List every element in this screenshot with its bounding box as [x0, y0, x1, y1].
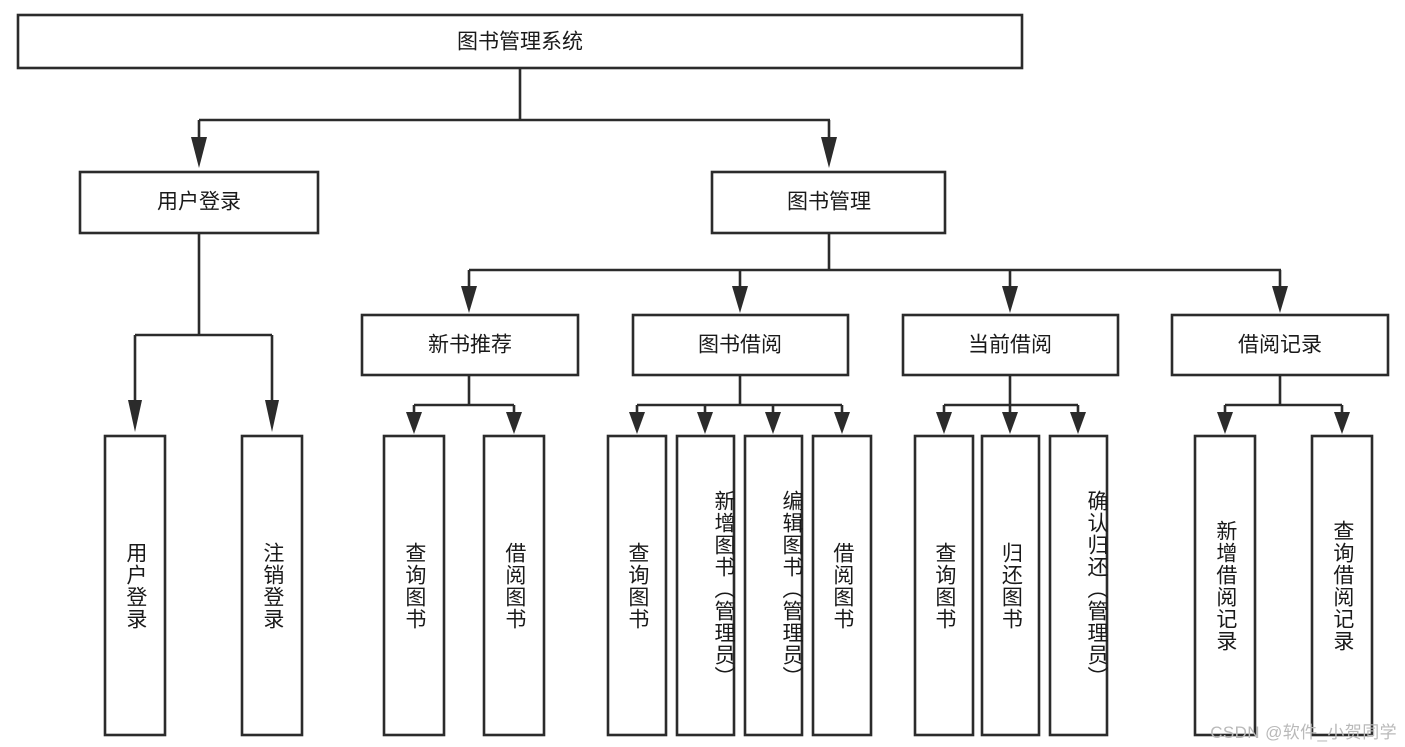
- leaf-box-new-book-1[interactable]: [382, 434, 446, 737]
- connector-group-book-mgmt: [461, 233, 1288, 313]
- arrow-head-ul-leaf-1: [128, 400, 142, 432]
- connector-group-user-login: [128, 233, 279, 432]
- node-box-user-login[interactable]: [78, 170, 320, 235]
- connector-group-new-book: [406, 375, 522, 434]
- arrow-head-nb-leaf-1: [406, 412, 422, 434]
- leaf-box-borrow-record-2[interactable]: [1310, 434, 1374, 737]
- leaf-box-current-borrow-1[interactable]: [913, 434, 975, 737]
- node-label-book-borrow: 图书借阅: [698, 334, 782, 357]
- leaf-box-current-borrow-3[interactable]: [1048, 434, 1109, 737]
- arrow-head-br-leaf-2: [1334, 412, 1350, 434]
- leaf-box-borrow-record-1[interactable]: [1193, 434, 1257, 737]
- connector-group-borrow-record: [1217, 375, 1350, 434]
- arrow-head-l2-current-borrow: [1002, 286, 1018, 313]
- arrow-head-cb-leaf-2: [1002, 412, 1018, 434]
- arrow-head-bb-leaf-2: [697, 412, 713, 434]
- node-box-book-management[interactable]: [710, 170, 947, 235]
- node-box-root[interactable]: [16, 13, 1024, 70]
- leaf-box-new-book-2[interactable]: [482, 434, 546, 737]
- arrow-head-br-leaf-1: [1217, 412, 1233, 434]
- arrow-head-bb-leaf-3: [765, 412, 781, 434]
- arrow-head-l2-book-borrow: [732, 286, 748, 313]
- arrow-head-user-login: [191, 137, 207, 168]
- leaf-box-book-borrow-2[interactable]: [675, 434, 736, 737]
- node-label-book-management: 图书管理: [787, 191, 871, 214]
- arrow-head-bb-leaf-4: [834, 412, 850, 434]
- node-box-current-borrow[interactable]: [901, 313, 1120, 377]
- node-label-user-login: 用户登录: [157, 191, 241, 214]
- node-label-root: 图书管理系统: [457, 31, 583, 54]
- leaf-box-current-borrow-2[interactable]: [980, 434, 1041, 737]
- watermark-text: CSDN @软件_小贺同学: [1210, 723, 1397, 742]
- node-box-book-borrow[interactable]: [631, 313, 850, 377]
- node-label-borrow-record: 借阅记录: [1238, 334, 1322, 357]
- connector-group-root: [191, 68, 837, 168]
- leaf-box-book-borrow-1[interactable]: [606, 434, 668, 737]
- arrow-head-nb-leaf-2: [506, 412, 522, 434]
- arrow-head-l2-new-book: [461, 286, 477, 313]
- arrow-head-cb-leaf-1: [936, 412, 952, 434]
- node-box-borrow-record[interactable]: [1170, 313, 1390, 377]
- node-label-current-borrow: 当前借阅: [968, 334, 1052, 357]
- arrow-head-book-mgmt: [821, 137, 837, 168]
- leaf-box-user-login-1[interactable]: [103, 434, 167, 737]
- node-label-new-book-recommend: 新书推荐: [428, 334, 512, 357]
- arrow-head-cb-leaf-3: [1070, 412, 1086, 434]
- leaf-box-book-borrow-4[interactable]: [811, 434, 873, 737]
- arrow-head-l2-borrow-record: [1272, 286, 1288, 313]
- leaf-box-book-borrow-3[interactable]: [743, 434, 804, 737]
- arrow-head-ul-leaf-2: [265, 400, 279, 432]
- arrow-head-bb-leaf-1: [629, 412, 645, 434]
- connector-group-book-borrow: [629, 375, 850, 434]
- leaf-box-user-login-2[interactable]: [240, 434, 304, 737]
- node-box-new-book-recommend[interactable]: [360, 313, 580, 377]
- connector-group-current-borrow: [936, 375, 1086, 434]
